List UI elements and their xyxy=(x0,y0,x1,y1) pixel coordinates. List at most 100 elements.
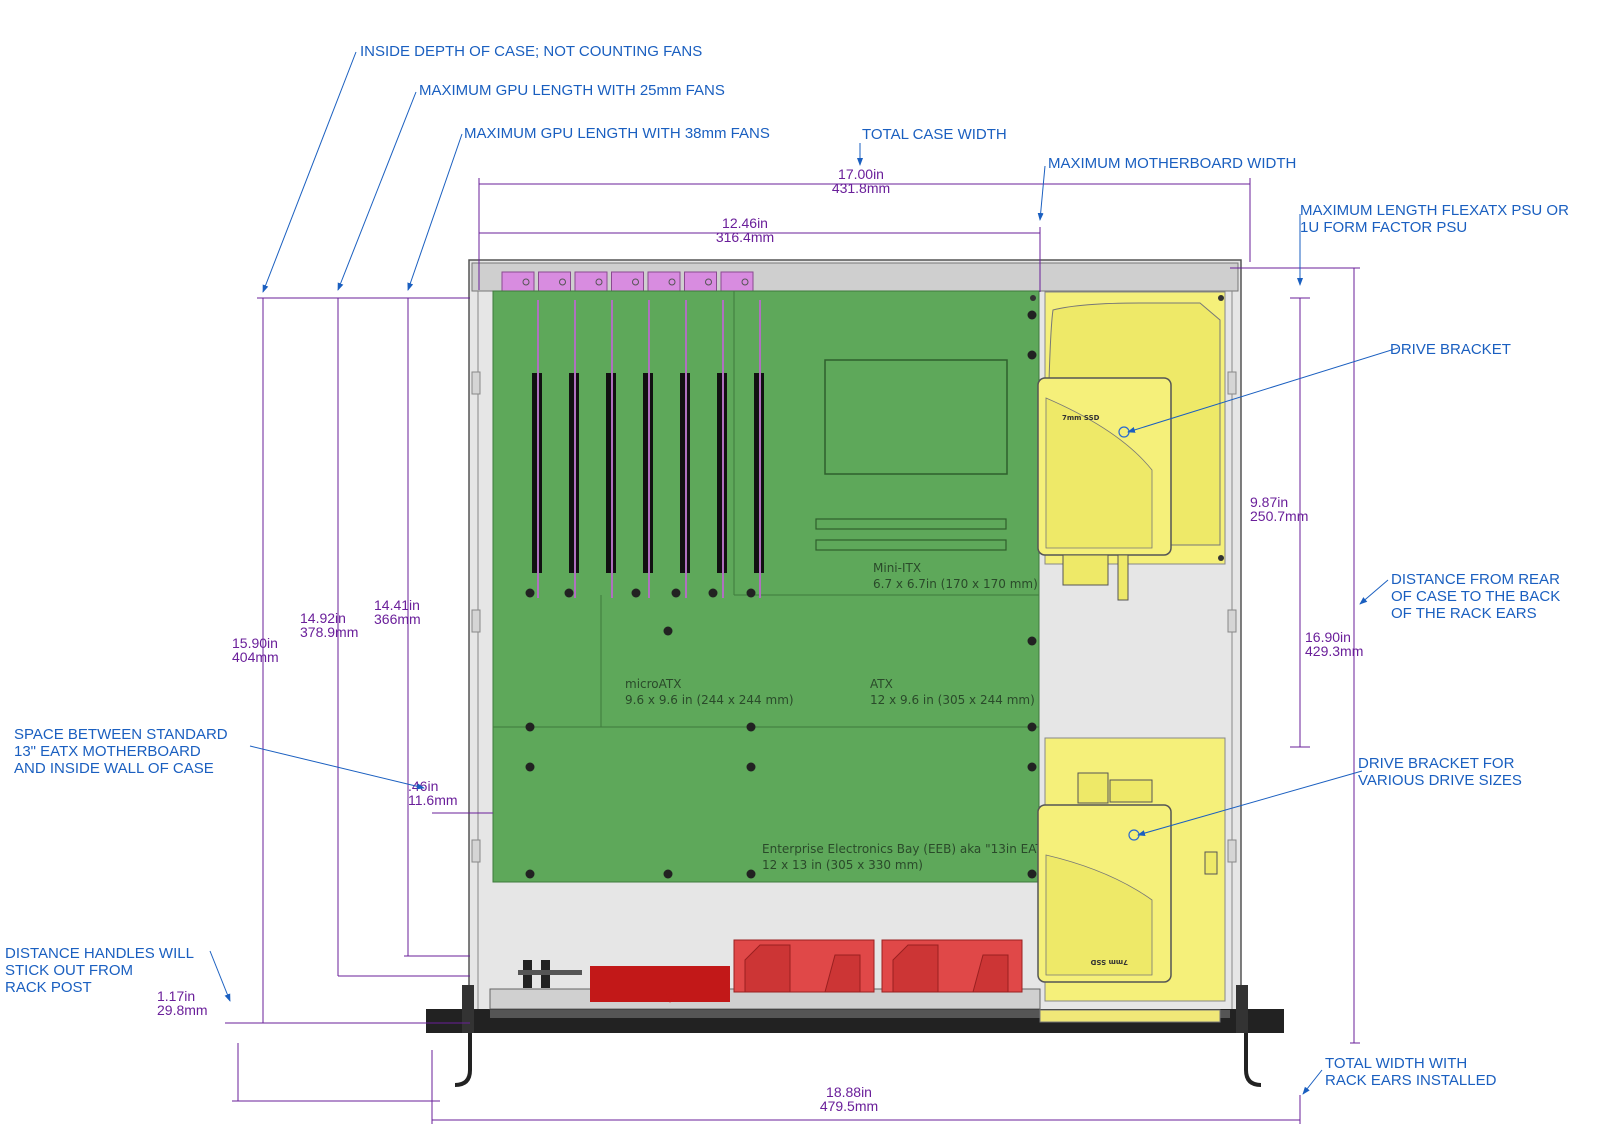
callout-max-mb-width: MAXIMUM MOTHERBOARD WIDTH xyxy=(1048,155,1296,172)
callout-inside-depth: INSIDE DEPTH OF CASE; NOT COUNTING FANS xyxy=(360,43,702,60)
mounting-screw xyxy=(663,626,673,636)
callout-rear-line1: DISTANCE FROM REAR xyxy=(1391,571,1560,588)
microatx-label: microATX xyxy=(625,677,681,691)
mounting-screw xyxy=(1027,762,1037,772)
drive-bracket-top: 7mm SSD xyxy=(1030,291,1226,601)
handles-mm: 29.8mm xyxy=(157,1002,208,1018)
mb-width-in: 12.46in xyxy=(722,215,768,231)
callout-leader xyxy=(262,51,357,293)
rear-mm: 429.3mm xyxy=(1305,643,1363,659)
mounting-screw xyxy=(746,762,756,772)
psu-mm: 250.7mm xyxy=(1250,508,1308,524)
callout-leader xyxy=(1302,1069,1323,1095)
callout-psu-line2: 1U FORM FACTOR PSU xyxy=(1300,219,1467,236)
callout-handles-line2: STICK OUT FROM xyxy=(5,962,133,979)
mounting-screw xyxy=(663,869,673,879)
slot-cover-screw xyxy=(522,278,530,286)
callout-drive-bracket: DRIVE BRACKET xyxy=(1390,341,1511,358)
handles-in: 1.17in xyxy=(157,988,195,1004)
eeb-label: Enterprise Electronics Bay (EEB) aka "13… xyxy=(762,842,1057,856)
mounting-screw xyxy=(564,588,574,598)
mounting-screw xyxy=(525,762,535,772)
mounting-screw xyxy=(1027,310,1037,320)
mounting-screws xyxy=(525,310,1037,879)
callout-leader xyxy=(1127,347,1399,433)
callout-space-line2: 13" EATX MOTHERBOARD xyxy=(14,743,201,760)
gap-mm: 11.6mm xyxy=(408,792,458,808)
mounting-screw xyxy=(746,722,756,732)
mounting-screw xyxy=(1027,869,1037,879)
callout-leader xyxy=(337,91,417,291)
dimension-lines xyxy=(225,178,1360,1124)
gpu38-in: 14.41in xyxy=(374,597,420,613)
callout-leaders xyxy=(209,51,1399,1095)
mounting-screw xyxy=(525,869,535,879)
slot-cover-screw xyxy=(595,278,603,286)
mb-width-mm: 316.4mm xyxy=(716,229,774,245)
callout-handles-line3: RACK POST xyxy=(5,979,92,996)
callout-handles-line1: DISTANCE HANDLES WILL xyxy=(5,945,194,962)
ram-slot-2 xyxy=(815,539,1007,551)
case-width-mm: 431.8mm xyxy=(832,180,890,196)
gpu-brackets xyxy=(537,300,761,598)
ears-in: 18.88in xyxy=(826,1084,872,1100)
right-handle xyxy=(1244,1033,1262,1087)
callout-ears-line2: RACK EARS INSTALLED xyxy=(1325,1072,1497,1089)
mounting-screw xyxy=(1027,636,1037,646)
slot-cover-screw xyxy=(559,278,566,286)
drive-bracket-bottom: 7mm SSD xyxy=(1037,737,1226,1002)
mounting-screw xyxy=(746,588,756,598)
gpu25-mm: 378.9mm xyxy=(300,624,358,640)
slot-cover-screw xyxy=(705,278,712,286)
pci-slot-covers xyxy=(501,271,754,293)
cpu-socket xyxy=(824,359,1008,475)
mounting-screw xyxy=(708,588,718,598)
slot-cover-screw xyxy=(632,278,639,286)
ssd-label-top: 7mm SSD xyxy=(1062,414,1100,422)
callout-leader xyxy=(1359,579,1389,605)
mounting-screw xyxy=(1027,350,1037,360)
callout-drive-sizes-line1: DRIVE BRACKET FOR xyxy=(1358,755,1515,772)
callout-leader xyxy=(249,745,425,790)
front-fans xyxy=(590,939,1023,1003)
miniitx-size: 6.7 x 6.7in (170 x 170 mm) xyxy=(873,577,1038,591)
slot-cover-screw xyxy=(741,278,749,286)
eeb-size: 12 x 13 in (305 x 330 mm) xyxy=(762,858,923,872)
callout-rear-line3: OF THE RACK EARS xyxy=(1391,605,1537,622)
mounting-screw xyxy=(746,869,756,879)
callout-total-case-width: TOTAL CASE WIDTH xyxy=(862,126,1007,143)
mounting-screw xyxy=(631,588,641,598)
depth-mm: 404mm xyxy=(232,649,279,665)
miniitx-label: Mini-ITX xyxy=(873,561,921,575)
microatx-size: 9.6 x 9.6 in (244 x 244 mm) xyxy=(625,693,794,707)
front-io-ports xyxy=(518,960,582,988)
callout-space-line3: AND INSIDE WALL OF CASE xyxy=(14,760,214,777)
callout-drive-sizes-line2: VARIOUS DRIVE SIZES xyxy=(1358,772,1522,789)
atx-size: 12 x 9.6 in (305 x 244 mm) xyxy=(870,693,1035,707)
gpu38-mm: 366mm xyxy=(374,611,421,627)
depth-in: 15.90in xyxy=(232,635,278,651)
mounting-screw xyxy=(525,588,535,598)
callout-leader xyxy=(407,133,463,291)
psu-in: 9.87in xyxy=(1250,494,1288,510)
case-width-in: 17.00in xyxy=(838,166,884,182)
callout-ears-line1: TOTAL WIDTH WITH xyxy=(1325,1055,1467,1072)
ram-slot-1 xyxy=(815,518,1007,530)
slot-cover-screw xyxy=(668,278,676,286)
mounting-screw xyxy=(1027,722,1037,732)
ears-mm: 479.5mm xyxy=(820,1098,878,1114)
callout-space-line1: SPACE BETWEEN STANDARD xyxy=(14,726,228,743)
callout-leader xyxy=(1037,165,1046,221)
callout-gpu-25mm: MAXIMUM GPU LENGTH WITH 25mm FANS xyxy=(419,82,725,99)
left-handle xyxy=(454,1033,472,1087)
callout-leader xyxy=(1137,770,1363,836)
callout-leader xyxy=(209,950,231,1002)
rear-in: 16.90in xyxy=(1305,629,1351,645)
gpu25-in: 14.92in xyxy=(300,610,346,626)
callout-gpu-38mm: MAXIMUM GPU LENGTH WITH 38mm FANS xyxy=(464,125,770,142)
callout-psu-line1: MAXIMUM LENGTH FLEXATX PSU OR xyxy=(1300,202,1569,219)
mounting-screw xyxy=(525,722,535,732)
mounting-screw xyxy=(671,588,681,598)
atx-label: ATX xyxy=(870,677,893,691)
